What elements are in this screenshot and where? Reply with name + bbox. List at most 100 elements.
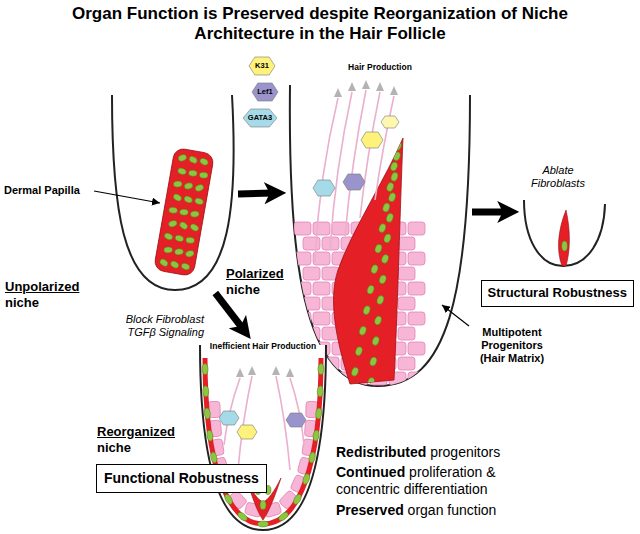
papilla-cell <box>184 182 194 190</box>
progenitor-cell <box>398 327 415 340</box>
follicle-region: Unpolarized niche <box>112 95 238 293</box>
marker-cell <box>313 180 335 196</box>
progenitor-cell <box>294 222 311 235</box>
progenitor-cell <box>408 342 425 355</box>
papilla-cells <box>202 364 324 528</box>
papilla-cell <box>168 220 178 228</box>
papilla-cell <box>392 151 401 162</box>
papilla-cell <box>163 232 173 241</box>
papilla-cell <box>378 223 387 234</box>
papilla-cell <box>177 154 187 163</box>
hair-shaft-marks <box>313 80 399 262</box>
papilla-cell <box>202 364 208 375</box>
papilla-cell <box>168 207 177 214</box>
papilla-cell <box>390 161 399 172</box>
papilla-cell <box>374 243 383 254</box>
papilla-cell <box>186 237 195 244</box>
marker-cell <box>286 413 306 427</box>
hair-arrowhead <box>334 88 342 97</box>
papilla-cell <box>354 346 363 357</box>
progenitor-cell <box>303 327 320 340</box>
papilla-cell <box>194 184 204 193</box>
marker-cell <box>237 425 257 439</box>
papilla-cell <box>318 364 324 375</box>
follicle-outline <box>200 345 326 530</box>
progenitor-cell <box>313 222 330 235</box>
papilla-cell <box>390 171 399 182</box>
papilla-cell <box>370 264 379 275</box>
follicle-outline <box>524 200 605 266</box>
papilla-cell <box>174 234 184 242</box>
papilla-cell <box>199 157 209 166</box>
niche-label: Polarized niche <box>226 266 286 297</box>
papilla-cell <box>190 211 199 218</box>
outcome-label: Functional Robustness <box>104 470 259 487</box>
follicle-region: Hair ProductionPolarized niche <box>285 68 472 388</box>
papilla-cell <box>223 493 234 506</box>
process-arrow <box>472 208 506 215</box>
process-arrow <box>215 293 242 328</box>
progenitor-cells <box>208 401 318 517</box>
papilla-cell <box>393 141 402 152</box>
papilla-cell <box>210 452 218 464</box>
hair-arrowhead <box>248 366 256 375</box>
papilla-cell <box>172 193 182 203</box>
annotation: Dermal Papilla <box>4 184 94 197</box>
dermal-papilla <box>154 147 215 276</box>
papilla-cell <box>204 408 211 420</box>
papilla-cell <box>194 197 204 205</box>
progenitor-cell <box>408 372 425 385</box>
follicle-outline <box>290 85 470 386</box>
papilla-cell <box>206 430 214 442</box>
papilla-cell <box>185 250 195 258</box>
hair-arrowhead <box>286 368 294 377</box>
progenitor-cell <box>303 267 320 280</box>
papilla-cell <box>369 356 378 367</box>
annotation: Multipotent Progenitors (Hair Matrix) <box>472 326 552 366</box>
annotation: Continued proliferation & concentric dif… <box>336 464 526 498</box>
process-arrow <box>238 190 273 198</box>
dermal-papilla <box>334 138 403 384</box>
marker-cell <box>361 132 383 148</box>
papilla-cell <box>159 258 169 268</box>
hair-arrowhead <box>390 86 398 95</box>
papilla-cell <box>378 274 387 285</box>
papilla-cell <box>199 172 208 178</box>
hair-shaft-marks <box>219 366 306 470</box>
papilla-cell <box>174 248 183 255</box>
edge-label: Ablate Fibroblasts <box>522 164 594 190</box>
papilla-cell <box>203 386 210 397</box>
papilla-cell <box>188 155 198 165</box>
marker-name: K31 <box>245 61 279 70</box>
papilla-cell <box>382 202 391 213</box>
dermal-papilla <box>559 210 570 266</box>
progenitor-cell <box>294 282 311 295</box>
papilla-cell <box>383 233 392 244</box>
progenitor-cell <box>303 297 320 310</box>
papilla-cell <box>388 192 397 203</box>
progenitor-cell <box>398 237 415 250</box>
papilla-cell <box>366 284 375 295</box>
papilla-cell <box>350 366 359 377</box>
papilla-cell <box>177 167 187 175</box>
follicle-region: Inefficient Hair ProductionReorganized n… <box>198 338 328 532</box>
papilla-cell <box>183 195 193 204</box>
papilla-cell <box>366 377 375 388</box>
progenitor-cell <box>294 252 311 265</box>
papilla-cell <box>371 336 380 347</box>
papilla-cell <box>260 501 266 510</box>
papilla-cell <box>385 213 394 224</box>
progenitor-cell <box>398 297 415 310</box>
papilla-cell <box>358 325 367 336</box>
hair-strand <box>238 376 252 470</box>
guide-path <box>214 400 312 511</box>
marker-cell <box>219 411 239 425</box>
papilla-cell <box>315 408 322 419</box>
papilla-cell <box>302 473 311 485</box>
hair-arrowhead <box>362 80 370 89</box>
papilla-cell <box>277 511 289 523</box>
progenitor-cell <box>398 267 415 280</box>
